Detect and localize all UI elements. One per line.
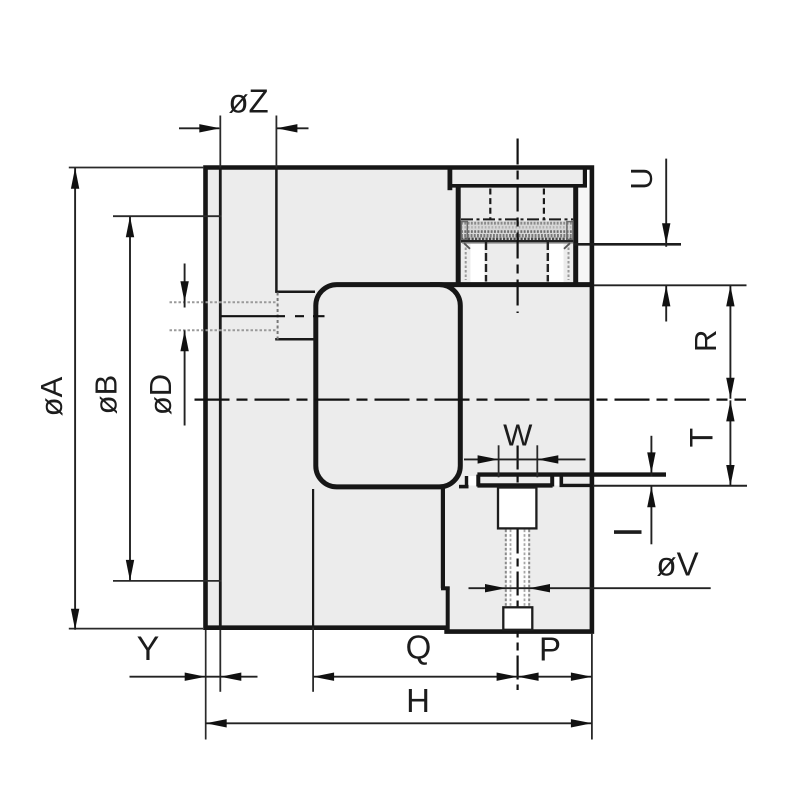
svg-text:øZ: øZ: [228, 83, 268, 120]
svg-text:øB: øB: [89, 375, 124, 415]
svg-text:W: W: [503, 418, 533, 453]
svg-text:øD: øD: [143, 374, 178, 415]
svg-text:H: H: [406, 682, 430, 719]
svg-text:I: I: [607, 526, 651, 537]
svg-text:øV: øV: [656, 546, 698, 583]
svg-text:P: P: [539, 631, 561, 668]
svg-text:R: R: [688, 330, 723, 352]
svg-text:Q: Q: [406, 629, 432, 666]
svg-text:Y: Y: [137, 630, 160, 668]
svg-text:T: T: [684, 428, 720, 448]
svg-text:øA: øA: [34, 376, 69, 416]
svg-text:U: U: [624, 167, 659, 189]
